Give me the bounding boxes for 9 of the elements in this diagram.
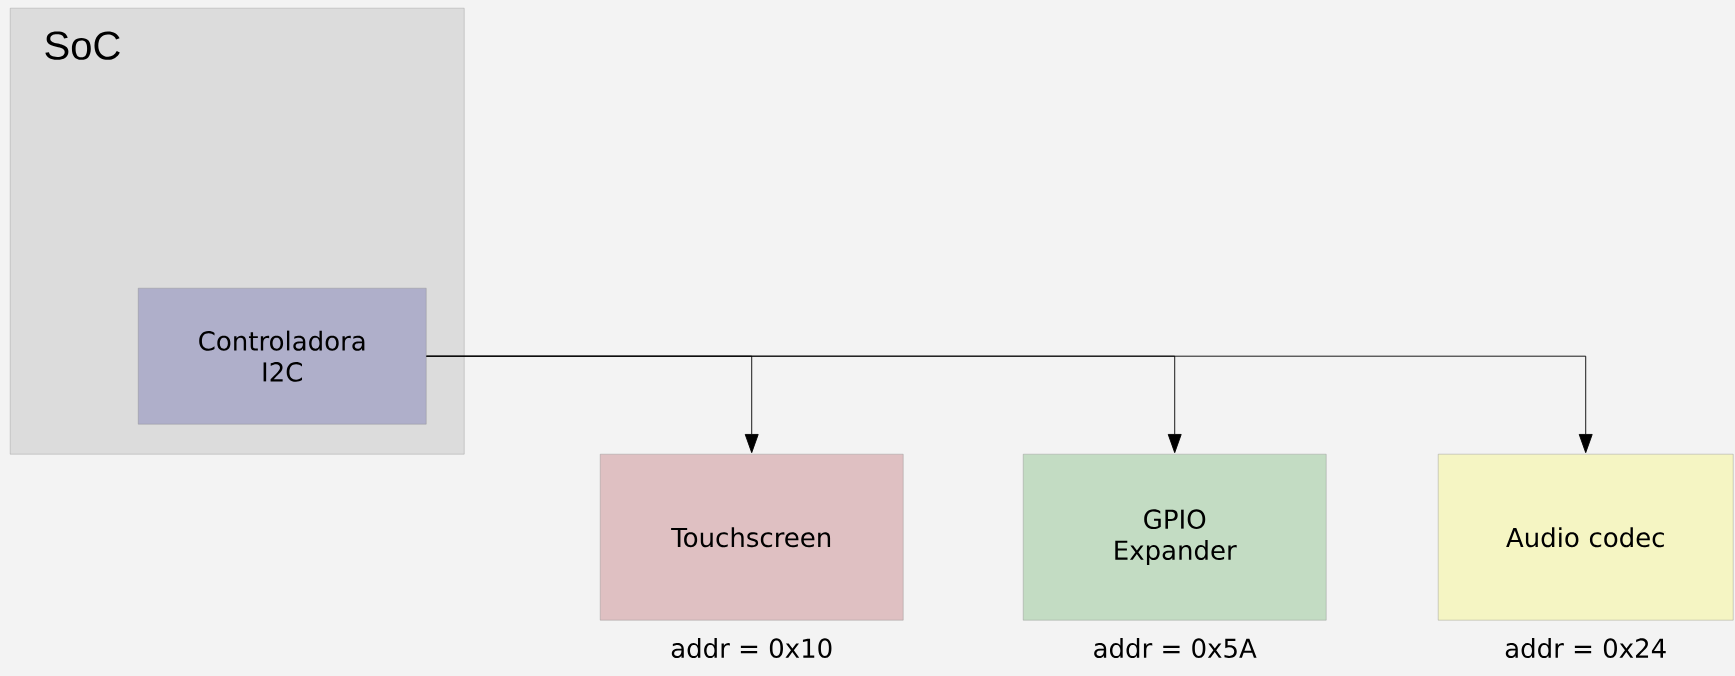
arrow: [425, 355, 1593, 454]
address-label: addr = 0x5A: [1094, 637, 1257, 659]
device-box: Touchscreen: [600, 454, 904, 621]
address-label: addr = 0x10: [671, 637, 832, 659]
address-label: addr = 0x24: [1505, 637, 1666, 659]
box-title: SoC: [45, 31, 120, 60]
controller-box: Controladora I2C: [138, 288, 427, 425]
device-box: Audio codec: [1438, 454, 1734, 621]
device-box: GPIO Expander: [1023, 454, 1327, 621]
